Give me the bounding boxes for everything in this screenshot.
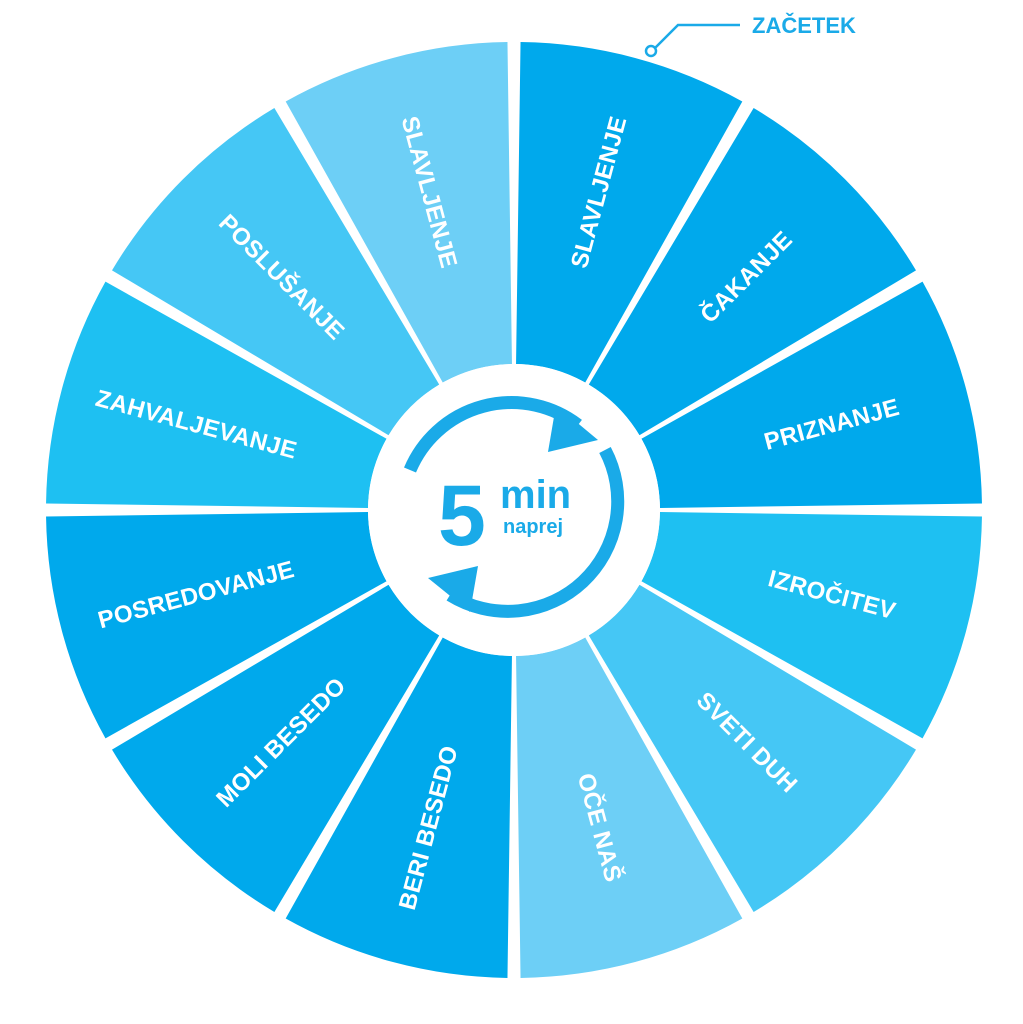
wheel-segment bbox=[588, 584, 916, 912]
wheel-segment bbox=[641, 512, 982, 739]
start-label: ZAČETEK bbox=[752, 13, 856, 38]
wheel-segment bbox=[46, 281, 387, 508]
wheel-segment bbox=[516, 637, 743, 978]
wheel-segment bbox=[285, 637, 512, 978]
wheel-segment bbox=[516, 42, 743, 383]
wheel-segment bbox=[285, 42, 512, 383]
wheel-segment bbox=[588, 108, 916, 436]
segments-layer bbox=[46, 42, 982, 978]
start-callout: ZAČETEK bbox=[644, 13, 856, 58]
center-subtitle: naprej bbox=[503, 516, 563, 538]
cycle-arrows-icon bbox=[404, 396, 625, 618]
wheel-segment bbox=[112, 108, 440, 436]
center-unit: min bbox=[500, 473, 571, 517]
wheel-segment bbox=[641, 281, 982, 508]
center-number: 5 bbox=[438, 468, 486, 564]
wheel-segment bbox=[112, 584, 440, 912]
wheel-segment bbox=[46, 512, 387, 739]
